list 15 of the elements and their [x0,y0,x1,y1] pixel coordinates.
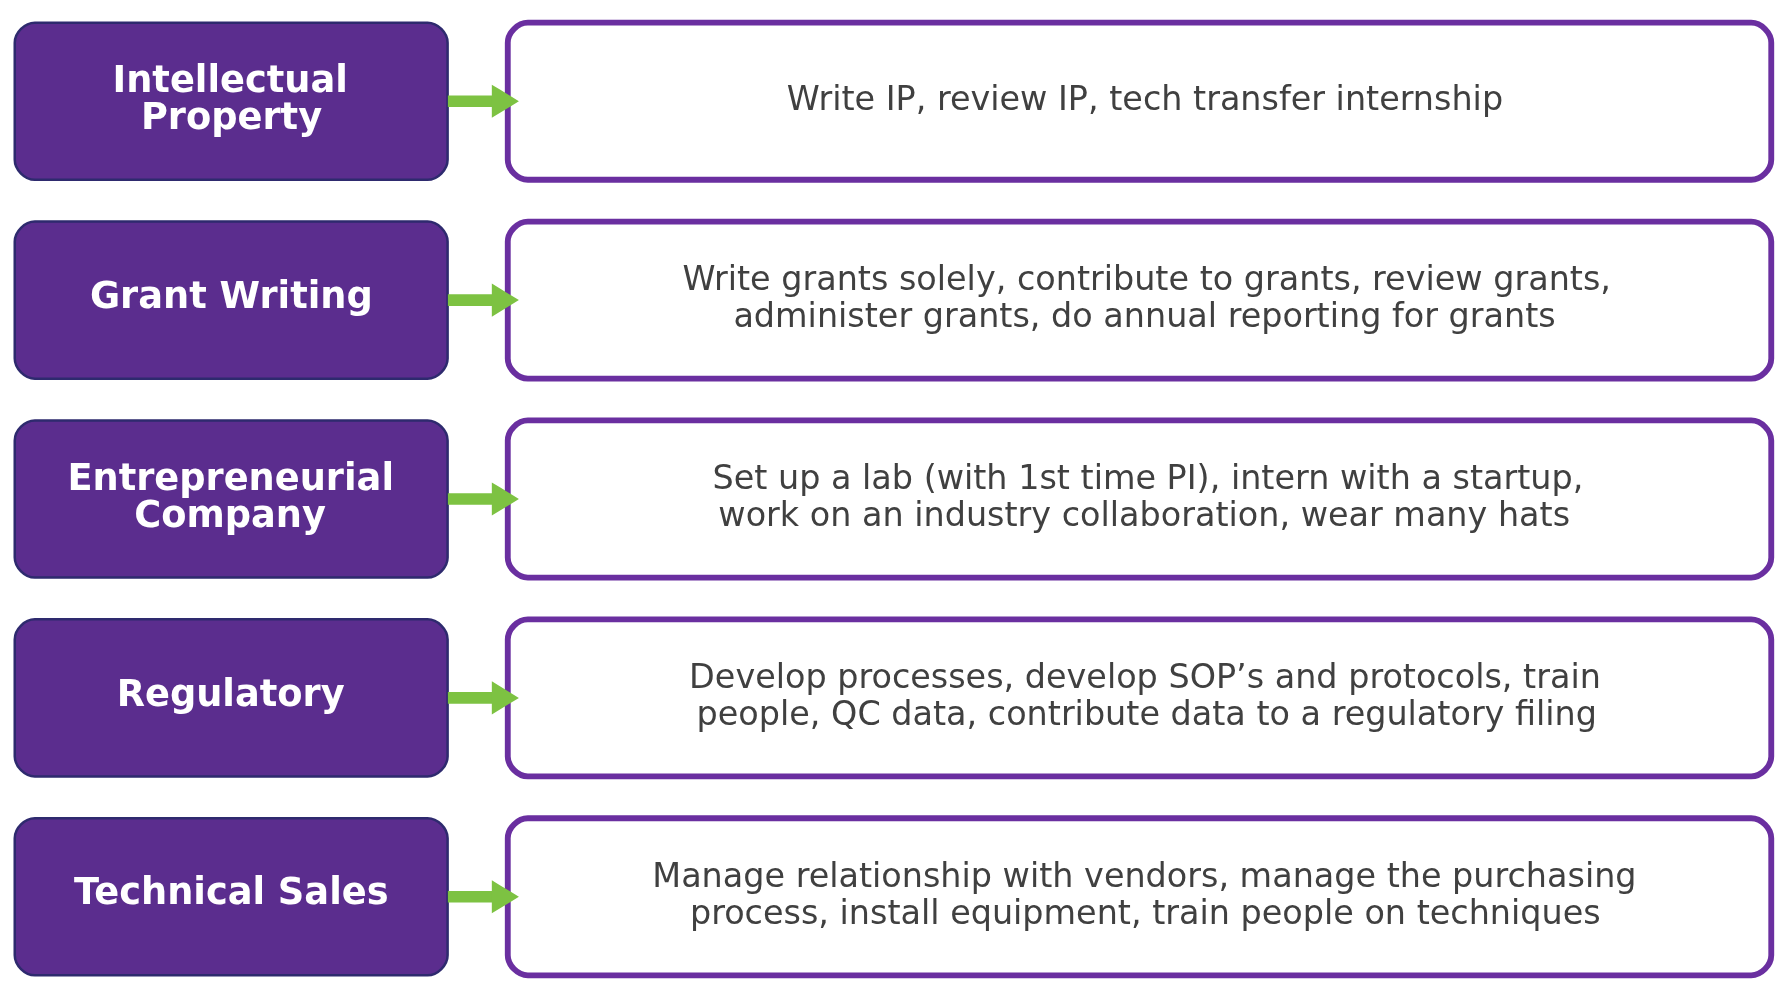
node-box: Regulatory [13,617,449,778]
arrow [447,481,519,516]
node-box: Technical Sales [13,816,449,977]
arrow [447,879,519,913]
node-box: Set up a lab (with 1st time PI), intern with a startup, work on an industry collaboration, wear many hats [504,417,1775,580]
node-box: Manage relationship with vendors, manage the purchasing process, install equipment, train people on techniques [504,814,1775,978]
node-box: Intellectual Property [13,20,449,181]
arrow [447,84,519,118]
node-box: Write IP, review IP, tech transfer internship [504,19,1775,183]
node-box: Write grants solely, contribute to grants, review grants, administer grants, do annual reporting for grants [504,218,1775,382]
node-box: Grant Writing [13,219,449,380]
node-box: Develop processes, develop SOP’s and protocols, train people, QC data, contribute data to a regulatory filing [504,615,1775,779]
arrow [447,283,519,317]
node-box: Entrepreneurial Company [13,418,449,579]
arrow [447,680,519,714]
